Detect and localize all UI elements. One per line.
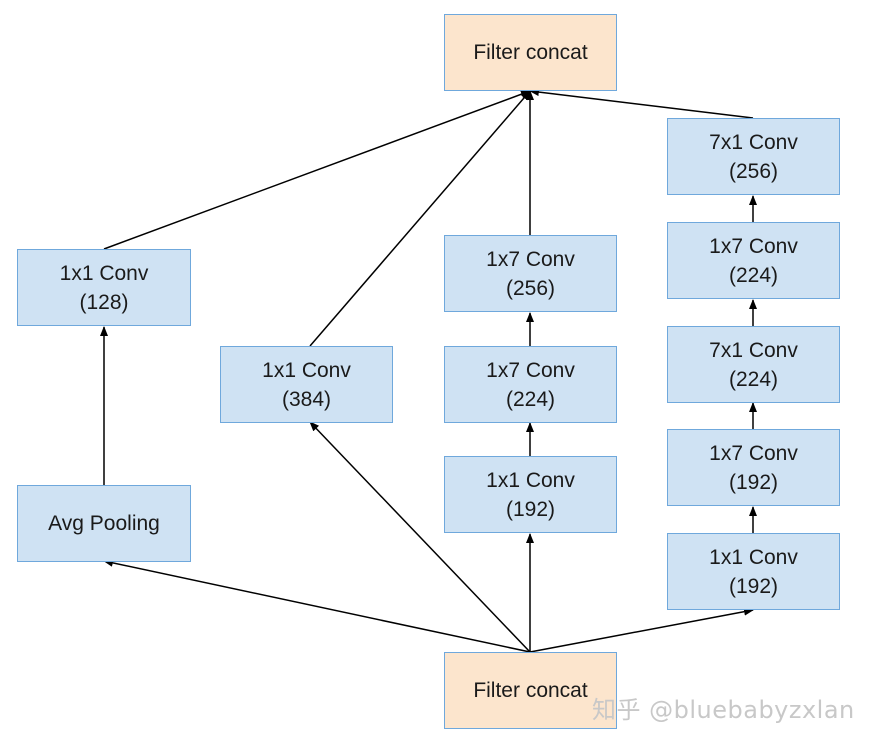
branch1-avg-pooling: Avg Pooling	[17, 485, 191, 562]
conv-filters: (384)	[281, 387, 332, 411]
branch3-conv3: 1x7 Conv (256)	[444, 235, 617, 312]
conv-filters: (224)	[728, 367, 779, 391]
branch4-conv2: 1x7 Conv (192)	[667, 429, 840, 506]
conv-title: 1x7 Conv	[709, 441, 798, 465]
conv-title: 1x7 Conv	[709, 234, 798, 258]
conv-title: 1x7 Conv	[486, 247, 575, 271]
branch4-conv5: 7x1 Conv (256)	[667, 118, 840, 195]
arrow-bottom-to-1x1-192-b4	[529, 607, 754, 653]
arrow-1x1-128-to-top	[103, 90, 531, 250]
branch3-conv2: 1x7 Conv (224)	[444, 346, 617, 423]
conv-title: 1x1 Conv	[709, 545, 798, 569]
conv-filters: (192)	[728, 470, 779, 494]
filter-concat-bottom: Filter concat	[444, 652, 617, 729]
conv-filters: (256)	[728, 159, 779, 183]
conv-title: 7x1 Conv	[709, 130, 798, 154]
conv-filters: (224)	[728, 263, 779, 287]
branch3-conv1: 1x1 Conv (192)	[444, 456, 617, 533]
arrow-bottom-to-1x1-384	[309, 421, 531, 653]
filter-concat-bottom-label: Filter concat	[473, 679, 588, 702]
branch4-conv1: 1x1 Conv (192)	[667, 533, 840, 610]
branch4-conv3: 7x1 Conv (224)	[667, 326, 840, 403]
conv-filters: (192)	[728, 574, 779, 598]
watermark: 知乎 @bluebabyzxlan	[592, 696, 855, 724]
branch2-1x1-conv: 1x1 Conv (384)	[220, 346, 393, 423]
filter-concat-top-label: Filter concat	[473, 41, 588, 64]
conv-filters: (128)	[79, 290, 129, 314]
conv-title: 1x1 Conv	[59, 261, 149, 285]
conv-title: 7x1 Conv	[709, 338, 798, 362]
filter-concat-top: Filter concat	[444, 14, 617, 91]
pool-label: Avg Pooling	[48, 512, 160, 535]
arrow-bottom-to-avgpool	[103, 558, 531, 653]
conv-title: 1x1 Conv	[262, 358, 351, 382]
conv-filters: (256)	[505, 276, 556, 300]
branch4-conv4: 1x7 Conv (224)	[667, 222, 840, 299]
conv-filters: (224)	[505, 387, 556, 411]
branch1-1x1-conv: 1x1 Conv (128)	[17, 249, 191, 326]
conv-title: 1x1 Conv	[486, 468, 575, 492]
arrow-1x1-384-to-top	[309, 90, 531, 347]
conv-title: 1x7 Conv	[486, 358, 575, 382]
conv-filters: (192)	[505, 497, 556, 521]
arrow-b4-5-to-top	[529, 88, 754, 119]
